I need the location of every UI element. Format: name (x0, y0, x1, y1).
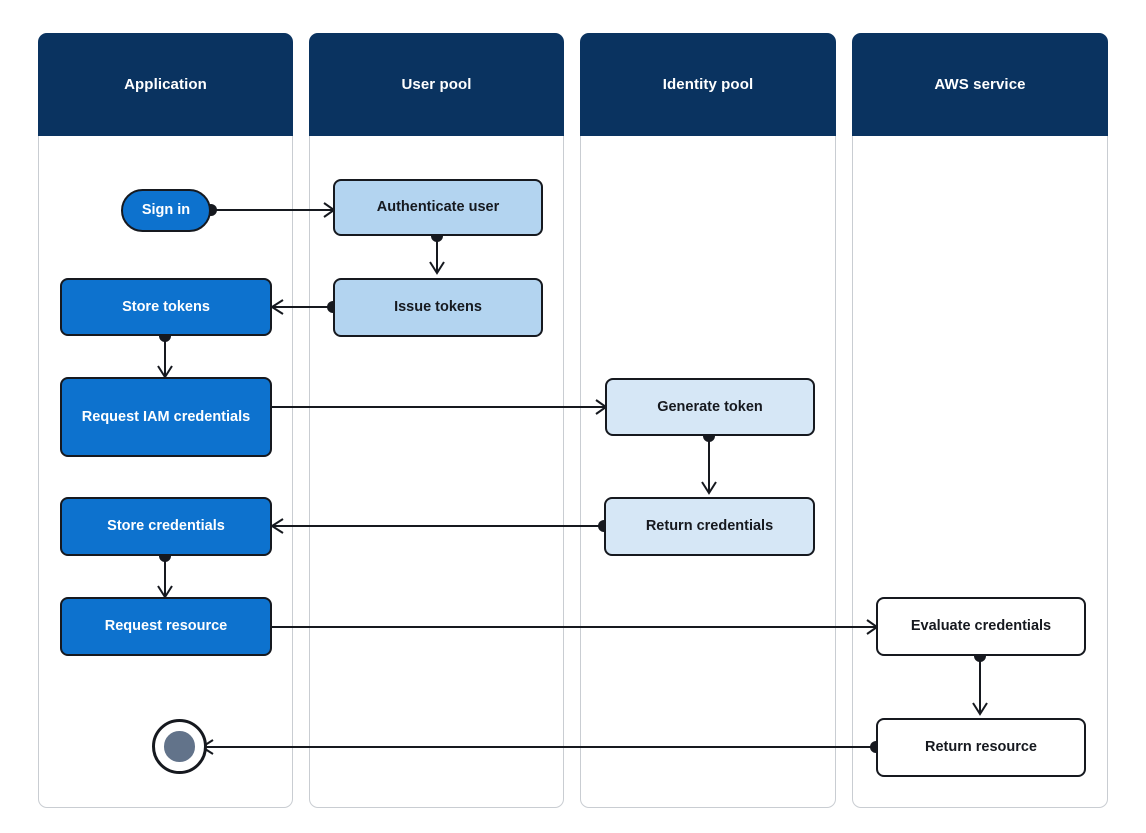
node-label-evaluate-credentials: Evaluate credentials (910, 618, 1052, 635)
lane-title-identity-pool: Identity pool (662, 76, 754, 93)
node-generate-token[interactable]: Generate token (605, 378, 815, 436)
node-label-sign-in: Sign in (141, 202, 191, 219)
node-store-credentials[interactable]: Store credentials (60, 497, 272, 556)
node-label-generate-token: Generate token (657, 398, 763, 415)
lane-title-application: Application (124, 76, 207, 93)
node-label-return-credentials: Return credentials (645, 518, 774, 535)
node-request-resource[interactable]: Request resource (60, 597, 272, 656)
lane-header-identity-pool: Identity pool (580, 33, 836, 136)
end-node-inner-dot (164, 731, 195, 762)
node-store-tokens[interactable]: Store tokens (60, 278, 272, 336)
node-label-issue-tokens: Issue tokens (394, 299, 482, 316)
lane-header-user-pool: User pool (309, 33, 564, 136)
node-end[interactable] (152, 719, 207, 774)
lane-header-aws-service: AWS service (852, 33, 1108, 136)
node-label-request-resource: Request resource (104, 618, 228, 635)
node-label-return-resource: Return resource (924, 739, 1037, 756)
lane-title-aws-service: AWS service (934, 76, 1026, 93)
node-label-store-credentials: Store credentials (107, 518, 225, 535)
lane-header-application: Application (38, 33, 293, 136)
node-request-iam-credentials[interactable]: Request IAM credentials (60, 377, 272, 457)
node-label-store-tokens: Store tokens (122, 298, 210, 315)
lane-user-pool (309, 33, 564, 808)
node-sign-in[interactable]: Sign in (121, 189, 211, 232)
node-label-authenticate-user: Authenticate user (376, 199, 500, 216)
node-return-resource[interactable]: Return resource (876, 718, 1086, 777)
lane-title-user-pool: User pool (401, 76, 472, 93)
node-evaluate-credentials[interactable]: Evaluate credentials (876, 597, 1086, 656)
node-label-request-iam-credentials: Request IAM credentials (81, 408, 251, 425)
lane-aws-service (852, 33, 1108, 808)
node-return-credentials[interactable]: Return credentials (604, 497, 815, 556)
node-issue-tokens[interactable]: Issue tokens (333, 278, 543, 337)
node-authenticate-user[interactable]: Authenticate user (333, 179, 543, 236)
